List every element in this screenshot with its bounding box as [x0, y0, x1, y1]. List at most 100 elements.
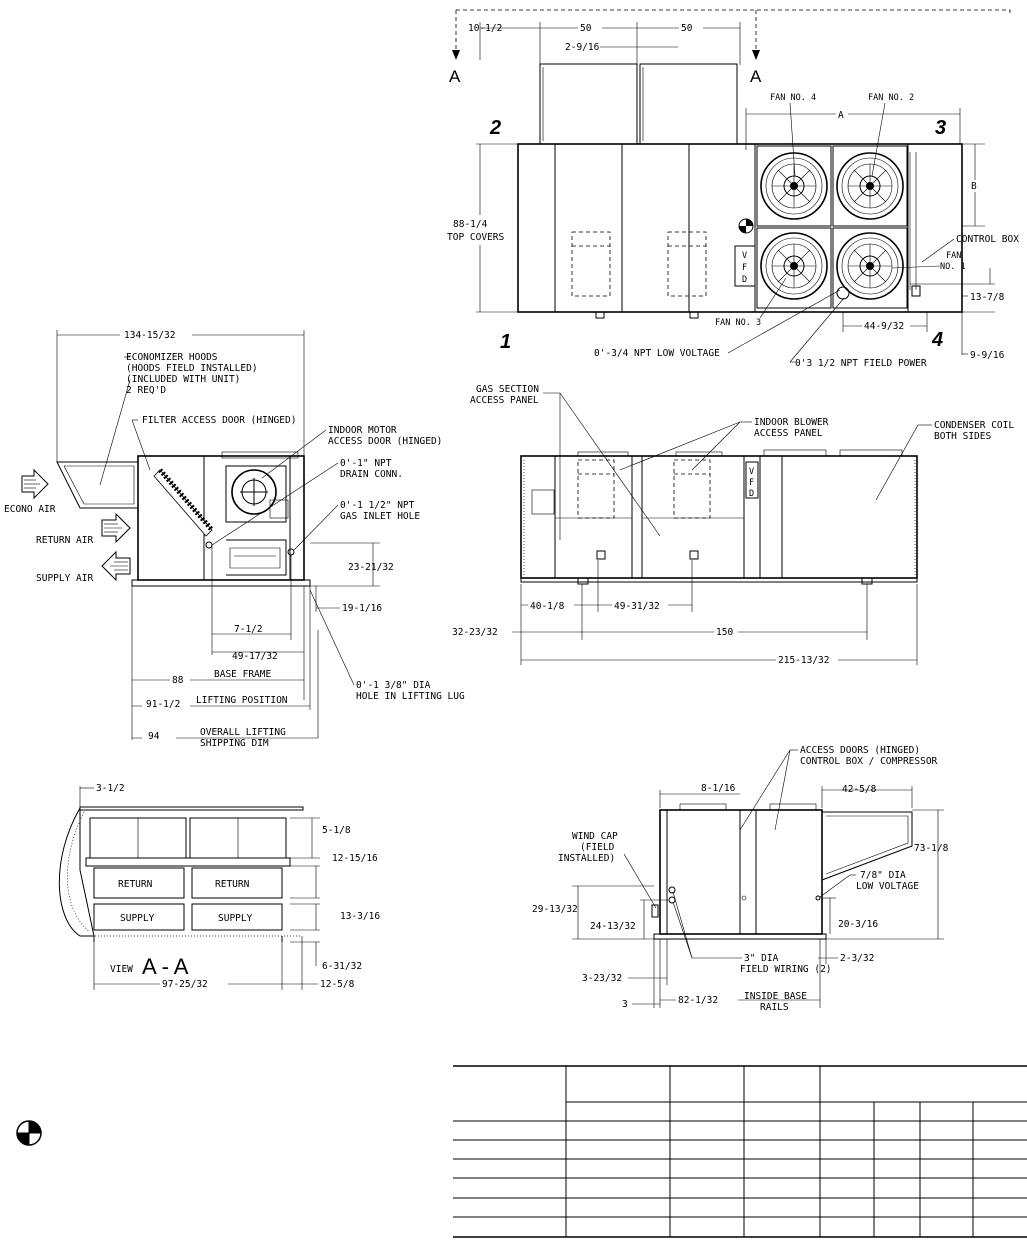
gas-section-2: ACCESS PANEL	[470, 395, 539, 406]
dim-49-31-32: 49-31/32	[614, 601, 660, 612]
corner-2: 2	[489, 117, 501, 139]
dim-6-31-32: 6-31/32	[322, 961, 362, 972]
section-a-a-view: RETURN RETURN SUPPLY SUPPLY 3-1/2 5-1/8 …	[58, 783, 380, 990]
lv-2: LOW VOLTAGE	[856, 881, 919, 892]
dim-9-9-16: 9-9/16	[970, 350, 1005, 361]
dim-20-3-16: 20-3/16	[838, 919, 878, 930]
lug-hole-1: 0'-1 3/8" DIA	[356, 680, 431, 691]
inside-base-1: INSIDE BASE	[744, 991, 807, 1002]
dim-13-7-8: 13-7/8	[970, 292, 1005, 303]
shipping-dim-label: SHIPPING DIM	[200, 738, 269, 749]
drain-2: DRAIN CONN.	[340, 469, 403, 480]
inside-base-2: RAILS	[760, 1002, 789, 1013]
side-view: 134-15/32 ECONOMIZER HOODS (HOODS FIELD …	[4, 329, 465, 749]
front-view: V F D GAS SECTION ACCESS PANEL INDOOR BL…	[452, 384, 1014, 666]
lug-hole-2: HOLE IN LIFTING LUG	[356, 691, 465, 702]
dim-82-1-32: 82-1/32	[678, 995, 718, 1006]
control-box-label: CONTROL BOX	[956, 234, 1019, 245]
econ-hoods-1: ECONOMIZER HOODS	[126, 352, 218, 363]
return-label-right: RETURN	[215, 879, 250, 890]
top-covers-dim: 88-1/4	[453, 219, 488, 230]
view-letters: A - A	[142, 954, 189, 979]
dim-91-1-2: 91-1/2	[146, 699, 180, 710]
dim-3-1-2: 3-1/2	[96, 783, 125, 794]
econo-air-arrow-icon	[21, 468, 49, 500]
fan-no-4-label: FAN NO. 4	[770, 93, 816, 103]
supply-label-right: SUPPLY	[218, 913, 253, 924]
dimension-table	[453, 1065, 1027, 1238]
section-mark-right: A	[750, 67, 762, 86]
lv-1: 7/8" DIA	[860, 870, 906, 881]
blower-1: INDOOR BLOWER	[754, 417, 829, 428]
vfd-front-f: F	[749, 478, 754, 488]
view-word: VIEW	[110, 964, 133, 975]
condenser-1: CONDENSER COIL	[934, 420, 1014, 431]
dim-3: 3	[622, 999, 628, 1010]
overall-lifting-label: OVERALL LIFTING	[200, 727, 286, 738]
fan-no-2-label: FAN NO. 2	[868, 93, 914, 103]
dim-8-1-16: 8-1/16	[701, 783, 736, 794]
dim-5-1-8: 5-1/8	[322, 825, 351, 836]
blower-2: ACCESS PANEL	[754, 428, 823, 439]
corner-3: 3	[935, 117, 946, 139]
fan-2-icon	[836, 152, 904, 220]
top-covers-label: TOP COVERS	[447, 232, 504, 243]
field-power-label: 0'3 1/2 NPT FIELD POWER	[795, 358, 927, 369]
dim-50-a: 50	[580, 23, 592, 34]
fw-1: 3" DIA	[744, 953, 779, 964]
econ-hoods-3: (INCLUDED WITH UNIT)	[126, 374, 240, 385]
vfd-v: V	[742, 251, 747, 261]
base-frame-label: BASE FRAME	[214, 669, 271, 680]
supply-label-left: SUPPLY	[120, 913, 155, 924]
dim-215-13-32: 215-13/32	[778, 655, 829, 666]
dim-97-25-32: 97-25/32	[162, 979, 208, 990]
center-of-gravity-legend-icon	[16, 1120, 42, 1146]
top-view: A A 10-1/2 50 50 2-9/16	[447, 9, 1019, 369]
econ-hoods-2: (HOODS FIELD INSTALLED)	[126, 363, 258, 374]
low-voltage-label: 0'-3/4 NPT LOW VOLTAGE	[594, 348, 720, 359]
fan-1-icon	[836, 232, 904, 300]
filter-door-label: FILTER ACCESS DOOR (HINGED)	[142, 415, 296, 426]
dim-2-3-32: 2-3/32	[840, 953, 874, 964]
fan-no-1-label-2: NO. 1	[940, 262, 966, 272]
dim-42-5-8: 42-5/8	[842, 784, 877, 795]
dim-B: B	[971, 181, 977, 192]
return-air-arrow-icon	[101, 512, 131, 544]
econo-air-label: ECONO AIR	[4, 504, 56, 515]
wind-cap-2: (FIELD	[580, 842, 615, 853]
dim-40-1-8: 40-1/8	[530, 601, 565, 612]
motor-door-1: INDOOR MOTOR	[328, 425, 397, 436]
fan-no-1-label-1: FAN	[946, 251, 961, 261]
gas-2: GAS INLET HOLE	[340, 511, 420, 522]
dim-88: 88	[172, 675, 184, 686]
vfd-f: F	[742, 263, 747, 273]
dim-10-1-2: 10-1/2	[468, 23, 502, 34]
dim-73-1-8: 73-1/8	[914, 843, 949, 854]
vfd-front-d: D	[749, 489, 754, 499]
access-doors-1: ACCESS DOORS (HINGED)	[800, 745, 920, 756]
wind-cap-1: WIND CAP	[572, 831, 618, 842]
dim-94: 94	[148, 731, 160, 742]
dim-13-3-16: 13-3/16	[340, 911, 380, 922]
wind-cap-3: INSTALLED)	[558, 853, 615, 864]
dim-134-15-32: 134-15/32	[124, 330, 175, 341]
dim-50-b: 50	[681, 23, 693, 34]
dim-32-23-32: 32-23/32	[452, 627, 498, 638]
return-label-left: RETURN	[118, 879, 153, 890]
access-doors-2: CONTROL BOX / COMPRESSOR	[800, 756, 938, 767]
fan-no-3-label: FAN NO. 3	[715, 318, 761, 328]
dim-150: 150	[716, 627, 733, 638]
gas-section-1: GAS SECTION	[476, 384, 539, 395]
center-of-gravity-icon	[738, 218, 754, 234]
dim-49-17-32: 49-17/32	[232, 651, 278, 662]
vfd-front-v: V	[749, 467, 754, 477]
vfd-d: D	[742, 275, 747, 285]
fan-3-icon	[760, 232, 828, 300]
condenser-2: BOTH SIDES	[934, 431, 991, 442]
dim-24-13-32: 24-13/32	[590, 921, 636, 932]
dim-3-23-32: 3-23/32	[582, 973, 622, 984]
corner-1: 1	[500, 331, 511, 353]
fw-2: FIELD WIRING (2)	[740, 964, 832, 975]
supply-air-label: SUPPLY AIR	[36, 573, 93, 584]
